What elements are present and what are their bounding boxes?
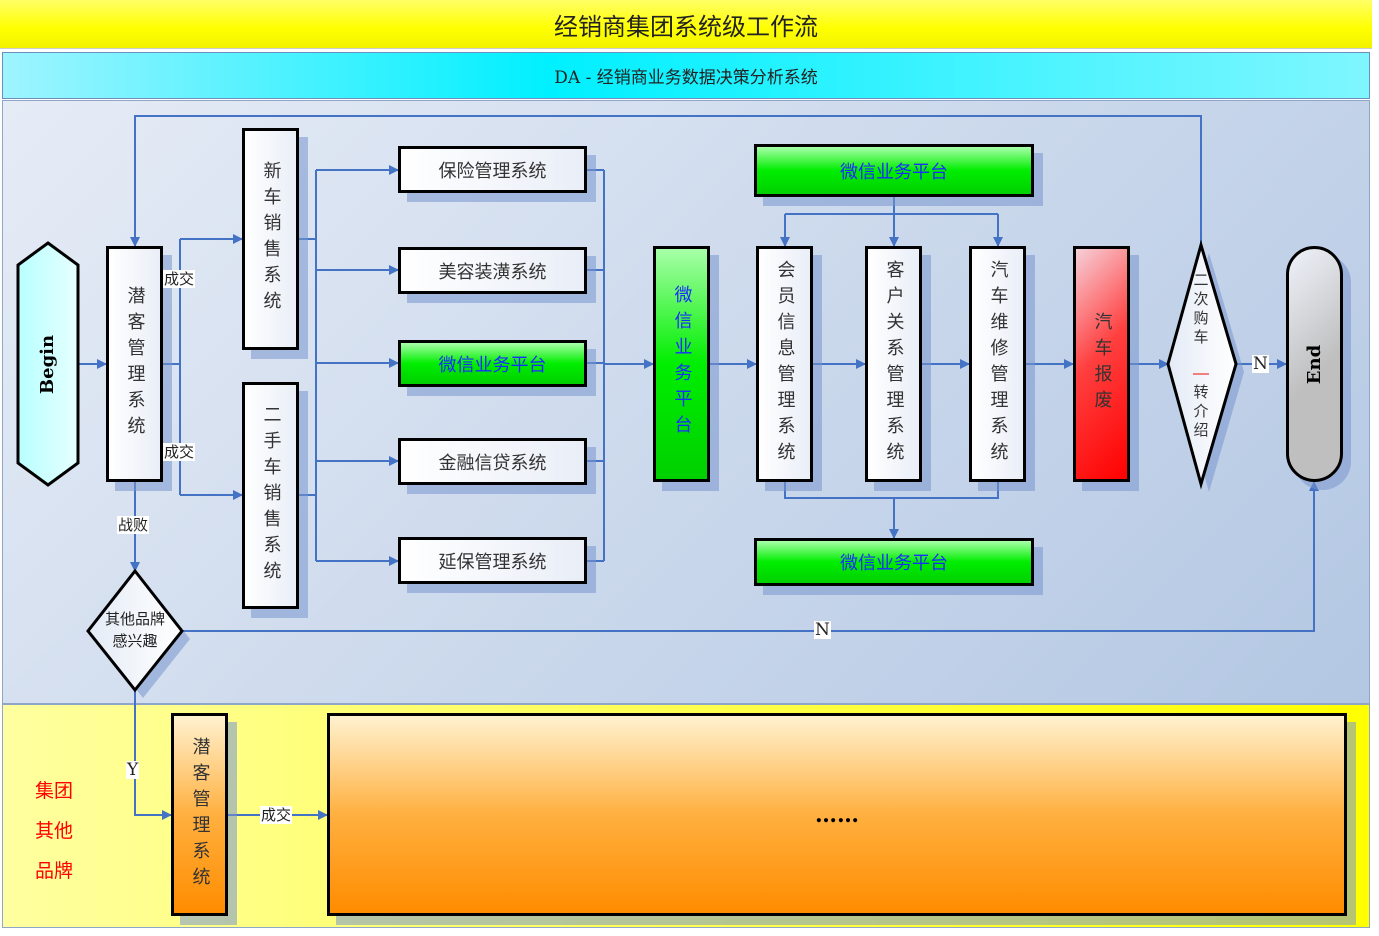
end-label: End xyxy=(1304,344,1325,384)
new-car-label: 新车销售系统 xyxy=(260,161,282,317)
group-label: 品牌 xyxy=(35,860,74,882)
deal-label: 成交 xyxy=(260,806,293,824)
lost-label: 战败 xyxy=(117,516,150,534)
crm-label: 客户关系管理系统 xyxy=(883,260,905,468)
scrap-label: 汽车报废 xyxy=(1091,312,1113,416)
new-car-sales-box: 新车销售系统 xyxy=(242,128,299,350)
deal-label: 成交 xyxy=(163,270,196,288)
beauty-box: 美容装潢系统 xyxy=(398,247,587,294)
warranty-box: 延保管理系统 xyxy=(398,537,587,584)
repurchase-text-a: 二次购车 xyxy=(1191,272,1210,348)
deal-label: 成交 xyxy=(163,443,196,461)
page-title: 经销商集团系统级工作流 xyxy=(0,0,1372,49)
repurchase-text-b: 转介绍 xyxy=(1191,384,1210,441)
system-banner: DA - 经销商业务数据决策分析系统 xyxy=(2,52,1370,99)
other-systems-box: …… xyxy=(327,713,1347,916)
wechat-top-box: 微信业务平台 xyxy=(754,144,1034,197)
insurance-box: 保险管理系统 xyxy=(398,146,587,193)
other-brand-decision xyxy=(86,568,184,693)
crm-box: 客户关系管理系统 xyxy=(865,246,922,482)
scrap-box: 汽车报废 xyxy=(1073,246,1130,482)
other-prospect-label: 潜客管理系统 xyxy=(189,736,211,893)
member-box: 会员信息管理系统 xyxy=(756,246,813,482)
used-car-sales-box: 二手车销售系统 xyxy=(242,382,299,609)
yes-label: Y xyxy=(126,760,140,780)
begin-node: Begin xyxy=(18,243,78,485)
wechat-vertical-label: 微信业务平台 xyxy=(671,285,693,441)
end-node: End xyxy=(1286,246,1343,482)
prospect-label: 潜客管理系统 xyxy=(124,286,146,442)
no-label: N xyxy=(814,620,831,640)
other-prospect-box: 潜客管理系统 xyxy=(171,713,228,916)
no-label: N xyxy=(1252,354,1269,374)
repair-box: 汽车维修管理系统 xyxy=(969,246,1026,482)
wechat-bottom-box: 微信业务平台 xyxy=(754,538,1034,586)
other-brand-text: 其他品牌感兴趣 xyxy=(104,610,165,650)
finance-box: 金融信贷系统 xyxy=(398,438,587,485)
begin-label: Begin xyxy=(37,334,59,394)
used-car-label: 二手车销售系统 xyxy=(260,404,282,587)
wechat-service-box: 微信业务平台 xyxy=(398,340,587,387)
prospect-management-box: 潜客管理系统 xyxy=(106,246,163,482)
repurchase-decision xyxy=(1166,239,1238,490)
group-label: 集团 xyxy=(35,780,74,802)
member-label: 会员信息管理系统 xyxy=(774,260,796,468)
repair-label: 汽车维修管理系统 xyxy=(987,260,1009,468)
wechat-vertical-box: 微信业务平台 xyxy=(653,246,710,482)
begin-shape xyxy=(16,241,80,487)
group-label: 其他 xyxy=(35,820,74,842)
